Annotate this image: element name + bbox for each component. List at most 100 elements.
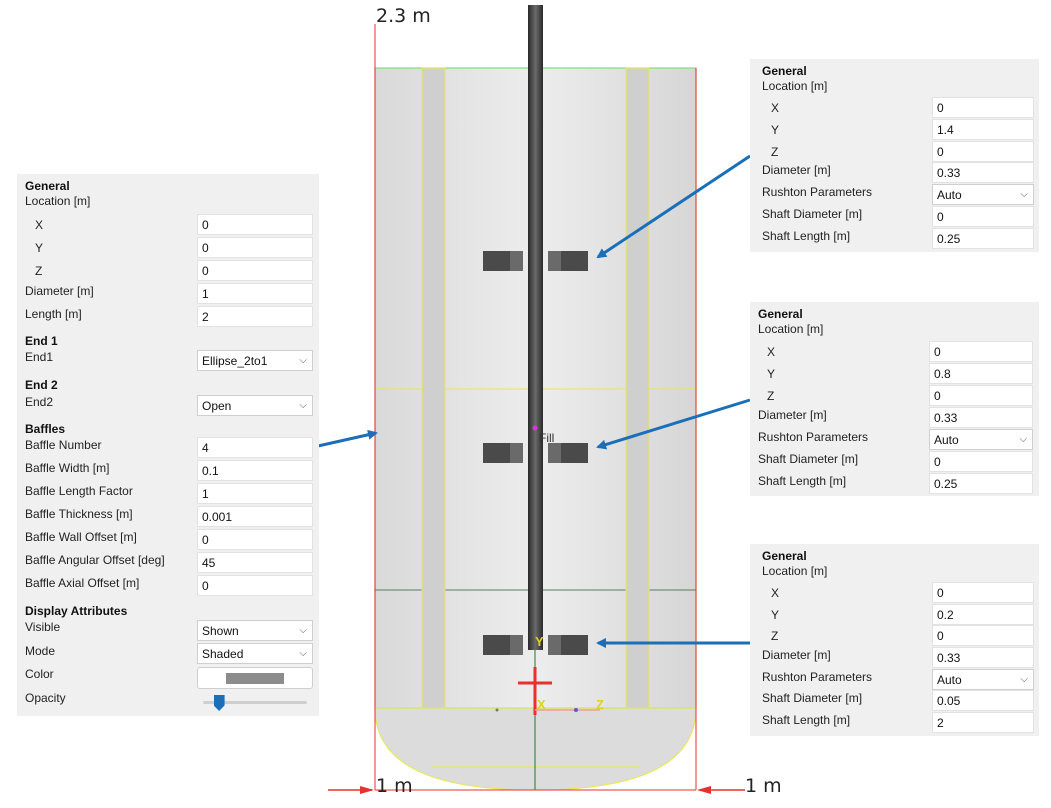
chevron-down-icon: ⌵ bbox=[1020, 189, 1028, 200]
z-label: Z bbox=[771, 145, 779, 159]
impeller-middle-diameter-field[interactable]: 0.33 bbox=[929, 407, 1033, 428]
callout-arrows bbox=[317, 154, 751, 648]
impeller-bottom-x-field[interactable]: 0 bbox=[932, 582, 1034, 603]
impeller-top-rushton-row: Rushton Parameters Auto ⌵ bbox=[750, 184, 1039, 206]
mode-select[interactable]: Shaded ⌵ bbox=[197, 643, 313, 664]
impeller-middle-shaft-diameter-field[interactable]: 0 bbox=[929, 451, 1033, 472]
baffle-width-label: Baffle Width [m] bbox=[25, 461, 110, 475]
tank-z-field[interactable]: 0 bbox=[197, 260, 313, 281]
end1-select-value: Ellipse_2to1 bbox=[202, 354, 268, 368]
axis-y-label: Y bbox=[535, 634, 544, 649]
callout-arrow-tank bbox=[317, 429, 378, 448]
location-label: Location [m] bbox=[25, 194, 91, 208]
mode-select-value: Shaded bbox=[202, 647, 244, 661]
impeller-middle-shaft-length-field[interactable]: 0.25 bbox=[929, 473, 1033, 494]
impeller-top bbox=[483, 251, 588, 271]
impeller-middle-z-field[interactable]: 0 bbox=[929, 385, 1033, 406]
baffle-thickness-field[interactable]: 0.001 bbox=[197, 506, 313, 527]
end1-select[interactable]: Ellipse_2to1 ⌵ bbox=[197, 350, 313, 371]
baffle-wall-offset-field[interactable]: 0 bbox=[197, 529, 313, 550]
impeller-middle-rushton-row: Rushton Parameters Auto ⌵ bbox=[750, 429, 1039, 451]
display-attributes-header: Display Attributes bbox=[25, 604, 128, 618]
axes-gizmo: Y X Z bbox=[495, 634, 604, 715]
general-header: General bbox=[25, 179, 70, 193]
impeller-bottom-shaft-length-field[interactable]: 2 bbox=[932, 712, 1034, 733]
impeller-bottom-rushton-row: Rushton Parameters Auto ⌵ bbox=[750, 669, 1039, 691]
y-label: Y bbox=[35, 241, 44, 255]
baffle-width-field[interactable]: 0.1 bbox=[197, 460, 313, 481]
impeller-middle-x-field[interactable]: 0 bbox=[929, 341, 1033, 362]
opacity-slider-track[interactable] bbox=[203, 701, 307, 704]
left-width-dimension-label: 1 m bbox=[376, 775, 413, 797]
rushton-select-value: Auto bbox=[937, 188, 962, 202]
callout-arrow-impeller-top bbox=[596, 154, 751, 259]
chevron-down-icon: ⌵ bbox=[1019, 434, 1027, 445]
impeller-panel-middle: General Location [m] X 0 Y 0.8 Z 0 Diame… bbox=[750, 302, 1039, 496]
impeller-top-rushton-select[interactable]: Auto ⌵ bbox=[932, 184, 1034, 205]
impeller-top-shaft-diameter-field[interactable]: 0 bbox=[932, 206, 1034, 227]
opacity-label: Opacity bbox=[25, 691, 66, 705]
impeller-middle-y-field[interactable]: 0.8 bbox=[929, 363, 1033, 384]
tank-x-field[interactable]: 0 bbox=[197, 214, 313, 235]
y-label: Y bbox=[767, 367, 776, 381]
impeller-middle-rushton-select[interactable]: Auto ⌵ bbox=[929, 429, 1033, 450]
fill-label: Fill bbox=[539, 431, 554, 445]
end1-header: End 1 bbox=[25, 334, 58, 348]
impeller-middle bbox=[483, 443, 588, 463]
rushton-label: Rushton Parameters bbox=[758, 430, 869, 444]
baffle-number-field[interactable]: 4 bbox=[197, 437, 313, 458]
diameter-label: Diameter [m] bbox=[762, 648, 831, 662]
end1-row: End1 Ellipse_2to1 ⌵ bbox=[17, 349, 319, 371]
impeller-top-shaft-length-row: Shaft Length [m] 0.25 bbox=[750, 228, 1039, 250]
impeller-bottom-diameter-field[interactable]: 0.33 bbox=[932, 647, 1034, 668]
impeller-top-diameter-field[interactable]: 0.33 bbox=[932, 162, 1034, 183]
callout-arrow-impeller-middle bbox=[596, 398, 751, 450]
visible-select[interactable]: Shown ⌵ bbox=[197, 620, 313, 641]
impeller-bottom-rushton-select[interactable]: Auto ⌵ bbox=[932, 669, 1034, 690]
height-dimension-label: 2.3 m bbox=[376, 5, 431, 27]
shaft-diameter-label: Shaft Diameter [m] bbox=[758, 452, 859, 466]
z-label: Z bbox=[771, 629, 779, 643]
diameter-label: Diameter [m] bbox=[758, 408, 827, 422]
baffle-number-row: Baffle Number 4 bbox=[17, 437, 319, 459]
impeller-top-diameter-row: Diameter [m] 0.33 bbox=[750, 162, 1039, 184]
impeller-bottom-y-row: Y 0.2 bbox=[750, 604, 1039, 626]
baffle-axial-offset-field[interactable]: 0 bbox=[197, 575, 313, 596]
shaft-length-label: Shaft Length [m] bbox=[758, 474, 847, 488]
impeller-top-x-row: X 0 bbox=[750, 97, 1039, 119]
impeller-top-x-field[interactable]: 0 bbox=[932, 97, 1034, 118]
impeller-top-z-row: Z 0 bbox=[750, 141, 1039, 163]
end1-label: End1 bbox=[25, 350, 54, 364]
impeller-middle-shaft-length-row: Shaft Length [m] 0.25 bbox=[750, 473, 1039, 495]
impeller-bottom-y-field[interactable]: 0.2 bbox=[932, 604, 1034, 625]
impeller-top-shaft-length-field[interactable]: 0.25 bbox=[932, 228, 1034, 249]
impeller-top-y-field[interactable]: 1.4 bbox=[932, 119, 1034, 140]
opacity-slider-thumb[interactable] bbox=[213, 695, 225, 711]
end2-header: End 2 bbox=[25, 378, 58, 392]
shaft-length-label: Shaft Length [m] bbox=[762, 713, 851, 727]
rushton-label: Rushton Parameters bbox=[762, 670, 873, 684]
general-header: General bbox=[762, 64, 807, 78]
impeller-middle-shaft-diameter-row: Shaft Diameter [m] 0 bbox=[750, 451, 1039, 473]
impeller-bottom-shaft-diameter-field[interactable]: 0.05 bbox=[932, 690, 1034, 711]
end2-select[interactable]: Open ⌵ bbox=[197, 395, 313, 416]
impeller-middle-z-row: Z 0 bbox=[750, 385, 1039, 407]
tank-diameter-field[interactable]: 1 bbox=[197, 283, 313, 304]
baffle-length-factor-field[interactable]: 1 bbox=[197, 483, 313, 504]
rushton-select-value: Auto bbox=[934, 433, 959, 447]
impeller-bottom-shaft-diameter-row: Shaft Diameter [m] 0.05 bbox=[750, 690, 1039, 712]
tank-y-field[interactable]: 0 bbox=[197, 237, 313, 258]
tank-length-field[interactable]: 2 bbox=[197, 306, 313, 327]
impeller-top-z-field[interactable]: 0 bbox=[932, 141, 1034, 162]
location-label: Location [m] bbox=[762, 564, 828, 578]
x-label: X bbox=[771, 101, 780, 115]
color-button[interactable] bbox=[197, 667, 313, 689]
mode-row: Mode Shaded ⌵ bbox=[17, 643, 319, 665]
x-label: X bbox=[771, 586, 780, 600]
fill-marker[interactable] bbox=[532, 425, 538, 431]
tank-properties-panel: General Location [m] X 0 Y 0 Z 0 Diamete… bbox=[17, 174, 319, 716]
axis-z-label: Z bbox=[596, 697, 604, 712]
baffle-angular-offset-field[interactable]: 45 bbox=[197, 552, 313, 573]
impeller-bottom-z-field[interactable]: 0 bbox=[932, 625, 1034, 646]
